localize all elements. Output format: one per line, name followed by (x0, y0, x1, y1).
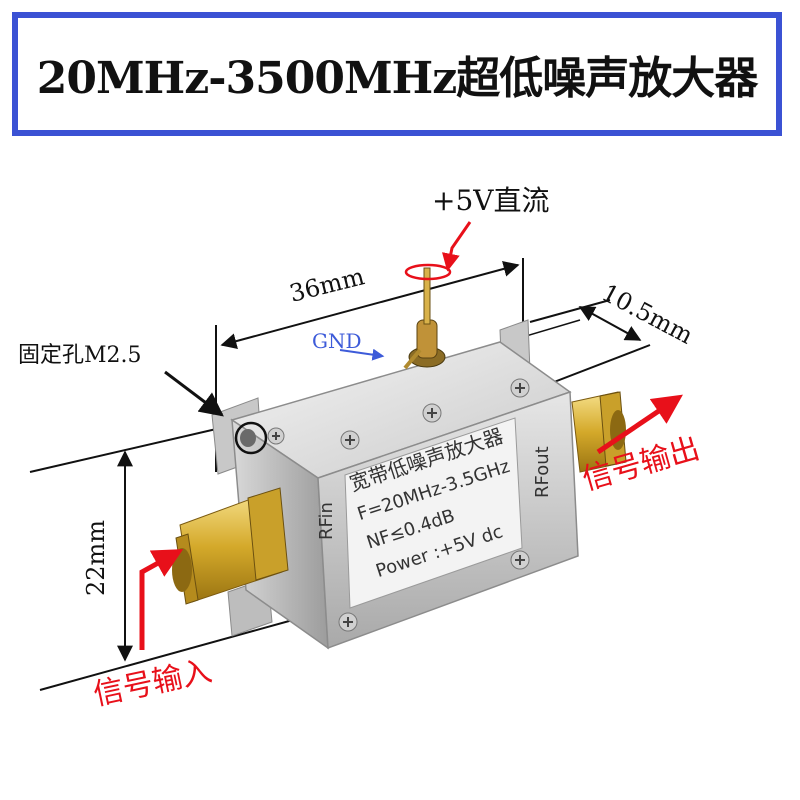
screws (267, 378, 530, 632)
rf-out-port-label: RFout (532, 446, 553, 498)
rf-in-connector-icon (172, 487, 289, 605)
product-title: 20MHz-3500MHz超低噪声放大器 (36, 53, 758, 104)
rf-in-port-label: RFin (316, 502, 337, 540)
power-in-label: +5V直流 (432, 184, 550, 217)
signal-in-label: 信号输入 (90, 654, 215, 713)
title-banner: 20MHz-3500MHz超低噪声放大器 (12, 12, 782, 136)
length-dim-label: 36mm (287, 262, 368, 308)
mount-hole-label: 固定孔M2.5 (18, 343, 142, 368)
height-dim-label: 22mm (82, 520, 110, 596)
mount-hole-icon (234, 421, 268, 455)
depth-dim-label: 10.5mm (597, 279, 698, 350)
amplifier-body (211, 319, 579, 650)
callout-arrows (139, 221, 683, 650)
power-pin-icon (403, 267, 446, 370)
gnd-label: GND (312, 329, 362, 353)
